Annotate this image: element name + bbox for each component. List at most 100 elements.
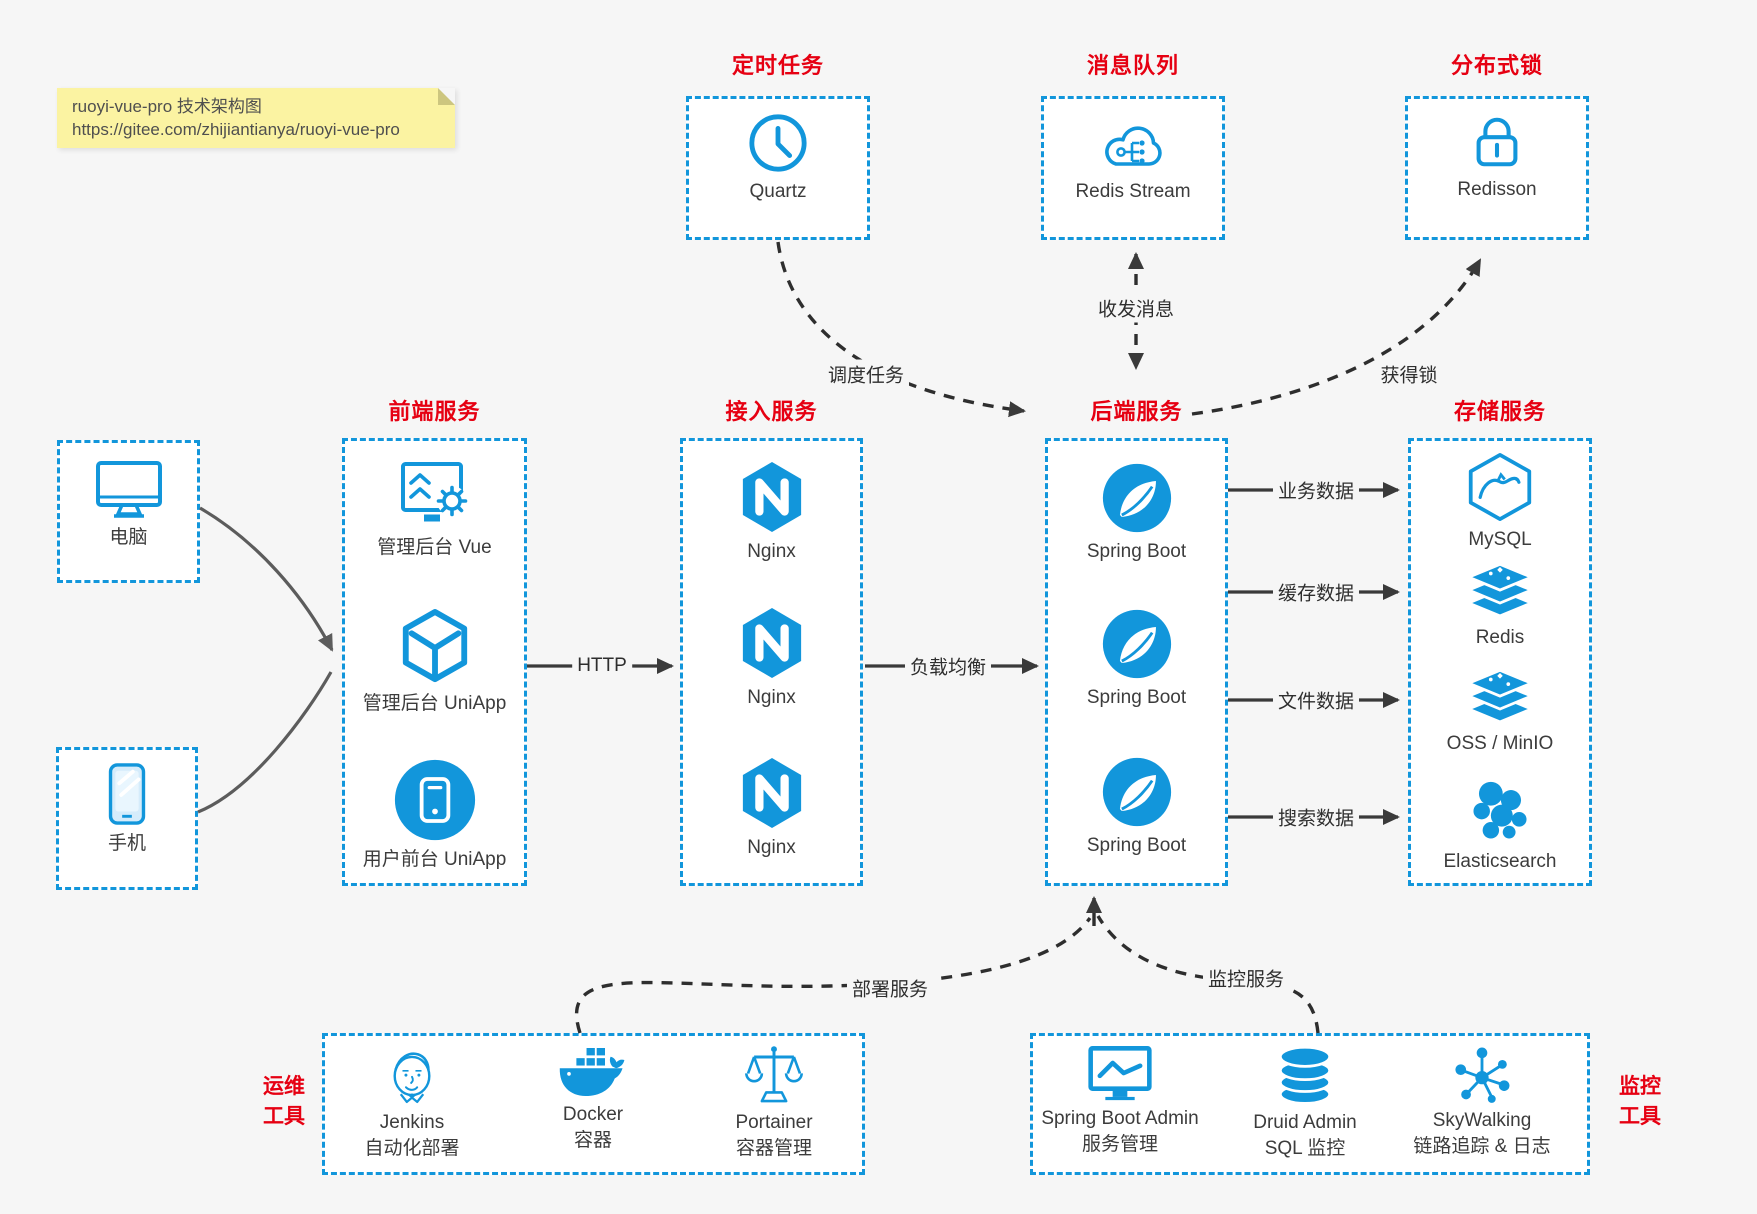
nginx-icon <box>739 606 805 680</box>
node-jenkins: Jenkins 自动化部署 <box>322 1044 502 1160</box>
tool-title: SkyWalking <box>1432 1110 1532 1131</box>
monitor-chart-icon <box>1087 1044 1153 1104</box>
spring-boot-icon <box>1101 462 1173 534</box>
node-label: Spring Boot <box>1086 835 1187 856</box>
group-title-storage: 存储服务 <box>1453 399 1546 424</box>
sticky-note: ruoyi-vue-pro 技术架构图 https://gitee.com/zh… <box>57 88 455 148</box>
tool-subtitle: 自动化部署 <box>364 1138 460 1159</box>
node-label: Elasticsearch <box>1443 851 1557 872</box>
node-mysql: MySQL <box>1408 452 1592 551</box>
client-to-frontend-curves <box>197 506 334 814</box>
node-elasticsearch: Elasticsearch <box>1408 780 1592 873</box>
note-url: https://gitee.com/zhijiantianya/ruoyi-vu… <box>72 120 400 139</box>
node-nginx-3: Nginx <box>680 756 863 859</box>
tool-title: Druid Admin <box>1253 1112 1357 1133</box>
tool-subtitle: 容器管理 <box>735 1138 812 1159</box>
node-label: Nginx <box>747 687 796 708</box>
node-label: 用户前台 UniApp <box>362 849 507 870</box>
admin-vue-icon <box>395 460 475 530</box>
topology-icon <box>1451 1044 1513 1106</box>
node-admin-uniapp: 管理后台 UniApp <box>342 608 527 715</box>
edge-label-search-data: 搜索数据 <box>1272 802 1360 832</box>
spring-boot-icon <box>1101 608 1173 680</box>
monitoring-side-label-line1: 监控 <box>1619 1075 1661 1098</box>
tool-subtitle: SQL 监控 <box>1264 1138 1346 1159</box>
oss-minio-icon <box>1465 668 1535 726</box>
ops-side-label: 运维 工具 <box>244 1072 324 1132</box>
monitoring-side-label: 监控 工具 <box>1600 1072 1680 1132</box>
edge-deploy <box>574 916 1092 1034</box>
node-redis-stream: Redis Stream <box>1041 116 1225 203</box>
nginx-icon <box>739 756 805 830</box>
tool-title: Jenkins <box>379 1112 445 1133</box>
node-redisson: Redisson <box>1405 112 1589 201</box>
edge-label-deploy: 部署服务 <box>846 973 934 1003</box>
node-label: Spring Boot <box>1086 687 1187 708</box>
redis-icon <box>1465 562 1535 620</box>
docker-icon <box>557 1044 629 1100</box>
node-label: Nginx <box>747 837 796 858</box>
edge-label-schedule: 调度任务 <box>822 359 910 389</box>
database-icon <box>1274 1044 1336 1108</box>
user-app-icon <box>393 758 477 842</box>
node-label: MySQL <box>1468 529 1532 550</box>
node-spring-boot-3: Spring Boot <box>1045 756 1228 857</box>
node-label: Nginx <box>747 541 796 562</box>
cloud-message-icon <box>1095 116 1171 174</box>
node-oss-minio: OSS / MinIO <box>1408 668 1592 755</box>
edge-label-business-data: 业务数据 <box>1272 475 1360 505</box>
edge-label-file-data: 文件数据 <box>1272 685 1360 715</box>
elasticsearch-icon <box>1465 780 1535 844</box>
node-label: 管理后台 Vue <box>377 537 492 558</box>
edge-label-monitor: 监控服务 <box>1202 963 1290 993</box>
tool-subtitle: 容器 <box>573 1130 612 1151</box>
node-label: Redisson <box>1457 179 1537 200</box>
box-redis-stream <box>1041 96 1225 240</box>
node-label: Quartz <box>749 181 807 202</box>
tool-title: Portainer <box>735 1112 813 1133</box>
node-docker: Docker 容器 <box>503 1044 683 1152</box>
node-nginx-1: Nginx <box>680 460 863 563</box>
node-desktop: 电脑 <box>57 460 200 549</box>
mysql-icon <box>1466 452 1534 522</box>
note-fold-corner <box>438 88 455 105</box>
node-label: Redis <box>1475 627 1525 648</box>
node-label: 手机 <box>107 833 146 854</box>
group-title-scheduled-tasks: 定时任务 <box>731 53 824 78</box>
node-nginx-2: Nginx <box>680 606 863 709</box>
mobile-icon <box>105 762 149 826</box>
node-admin-vue: 管理后台 Vue <box>342 460 527 559</box>
edge-lock <box>1191 258 1482 416</box>
ops-side-label-line2: 工具 <box>263 1105 305 1128</box>
spring-boot-icon <box>1101 756 1173 828</box>
monitoring-side-label-line2: 工具 <box>1619 1105 1661 1128</box>
node-spring-boot-1: Spring Boot <box>1045 462 1228 563</box>
node-label: Redis Stream <box>1075 181 1191 202</box>
edge-label-cache-data: 缓存数据 <box>1272 577 1360 607</box>
note-title: ruoyi-vue-pro 技术架构图 <box>72 97 262 116</box>
jenkins-icon <box>383 1044 441 1108</box>
portainer-icon <box>745 1044 803 1108</box>
tool-subtitle: 服务管理 <box>1081 1134 1158 1155</box>
group-title-frontend: 前端服务 <box>388 399 481 424</box>
group-title-distributed-lock: 分布式锁 <box>1450 53 1543 78</box>
edge-label-lock: 获得锁 <box>1375 359 1443 389</box>
edge-label-message: 收发消息 <box>1092 293 1180 323</box>
group-title-backend: 后端服务 <box>1090 399 1183 424</box>
tool-title: Spring Boot Admin <box>1041 1108 1199 1129</box>
node-mobile: 手机 <box>56 762 198 855</box>
lock-icon <box>1467 112 1527 172</box>
node-label: Spring Boot <box>1086 541 1187 562</box>
node-druid-admin: Druid Admin SQL 监控 <box>1220 1044 1390 1160</box>
desktop-icon <box>95 460 163 520</box>
node-label: 电脑 <box>109 527 148 548</box>
node-portainer: Portainer 容器管理 <box>684 1044 864 1160</box>
node-label: 管理后台 UniApp <box>362 693 507 714</box>
tool-title: Docker <box>562 1104 624 1125</box>
node-skywalking: SkyWalking 链路追踪 & 日志 <box>1382 1044 1582 1158</box>
uniapp-cube-icon <box>397 608 473 686</box>
edge-label-http: HTTP <box>572 654 632 678</box>
node-spring-boot-2: Spring Boot <box>1045 608 1228 709</box>
node-quartz: Quartz <box>686 112 870 203</box>
